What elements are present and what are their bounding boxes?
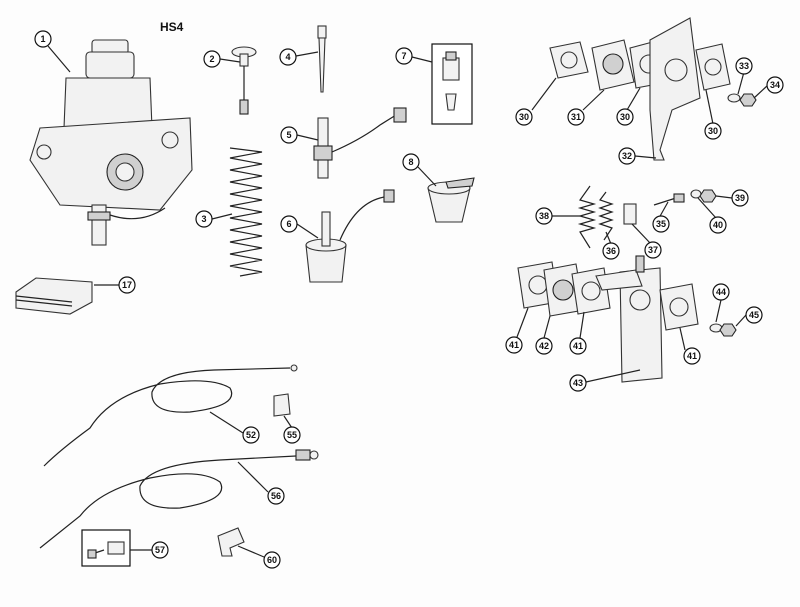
jet-pipe-drawing [313,107,407,179]
callout-3: 3 [195,210,213,228]
callout-30-a: 30 [515,108,533,126]
lower-gasket-drawings [517,255,699,383]
svg-text:52: 52 [246,430,256,440]
callout-41-b: 41 [569,337,587,355]
callout-42: 42 [535,337,553,355]
callout-45: 45 [745,306,763,324]
callout-1: 1 [34,30,52,48]
callout-34: 34 [766,76,784,94]
svg-text:57: 57 [155,545,165,555]
spring-drawing [229,147,263,277]
callout-5: 5 [280,126,298,144]
svg-text:7: 7 [401,51,406,61]
diagram-title: HS4 [160,20,184,34]
svg-text:38: 38 [539,211,549,221]
choke-cable-drawing [39,449,319,549]
svg-text:55: 55 [287,430,297,440]
callout-60: 60 [263,551,281,569]
callout-17: 17 [118,276,136,294]
svg-text:35: 35 [656,219,666,229]
callout-33: 33 [735,57,753,75]
callout-30-c: 30 [704,122,722,140]
callout-4: 4 [279,48,297,66]
svg-text:42: 42 [539,341,549,351]
callout-56: 56 [267,487,285,505]
callout-39: 39 [731,189,749,207]
leader-lines [47,45,768,558]
svg-text:1: 1 [40,34,45,44]
callout-52: 52 [242,426,260,444]
svg-text:37: 37 [648,245,658,255]
callout-36: 36 [602,242,620,260]
svg-text:56: 56 [271,491,281,501]
callout-43: 43 [569,374,587,392]
callout-55: 55 [283,426,301,444]
svg-text:41: 41 [687,351,697,361]
callout-57: 57 [151,541,169,559]
callout-30-b: 30 [616,108,634,126]
callout-7: 7 [395,47,413,65]
svg-text:5: 5 [286,130,291,140]
svg-text:36: 36 [606,246,616,256]
gasket-pack-drawing [15,277,93,315]
svg-text:40: 40 [713,220,723,230]
callout-37: 37 [644,241,662,259]
return-springs-drawing [577,185,637,249]
svg-text:31: 31 [571,112,581,122]
callout-6: 6 [280,215,298,233]
callout-8: 8 [402,153,420,171]
svg-text:4: 4 [285,52,290,62]
svg-text:6: 6 [286,219,291,229]
svg-text:43: 43 [573,378,583,388]
svg-text:17: 17 [122,280,132,290]
callout-44: 44 [712,283,730,301]
callout-41-a: 41 [505,336,523,354]
svg-text:33: 33 [739,61,749,71]
nuts-washers-lower-drawing [709,323,737,337]
svg-text:41: 41 [573,341,583,351]
svg-text:3: 3 [201,214,206,224]
svg-text:2: 2 [209,54,214,64]
carburettor-drawing [29,39,193,246]
float-chamber-drawing [305,189,395,283]
svg-text:34: 34 [770,80,780,90]
cable-clip-drawing [217,527,245,557]
bolt-washer-nut-drawing [653,189,717,206]
callout-41-c: 41 [683,347,701,365]
manifold-gasket-drawings [549,17,731,161]
svg-text:39: 39 [735,193,745,203]
callout-31: 31 [567,108,585,126]
needle-drawing [317,25,327,93]
svg-text:8: 8 [408,157,413,167]
svg-text:30: 30 [519,112,529,122]
svg-text:32: 32 [622,151,632,161]
svg-text:44: 44 [716,287,726,297]
svg-text:41: 41 [509,340,519,350]
cable-trunnion-drawing [81,529,131,567]
throttle-cable-drawing [43,364,298,467]
svg-text:60: 60 [267,555,277,565]
float-drawing [427,177,475,223]
needle-valve-drawing [431,43,473,125]
callout-35: 35 [652,215,670,233]
svg-text:30: 30 [708,126,718,136]
callout-32: 32 [618,147,636,165]
callout-38: 38 [535,207,553,225]
svg-text:45: 45 [749,310,759,320]
callout-2: 2 [203,50,221,68]
svg-text:30: 30 [620,112,630,122]
nuts-washers-top-drawing [727,93,757,107]
callout-40: 40 [709,216,727,234]
damper-drawing [231,46,257,115]
